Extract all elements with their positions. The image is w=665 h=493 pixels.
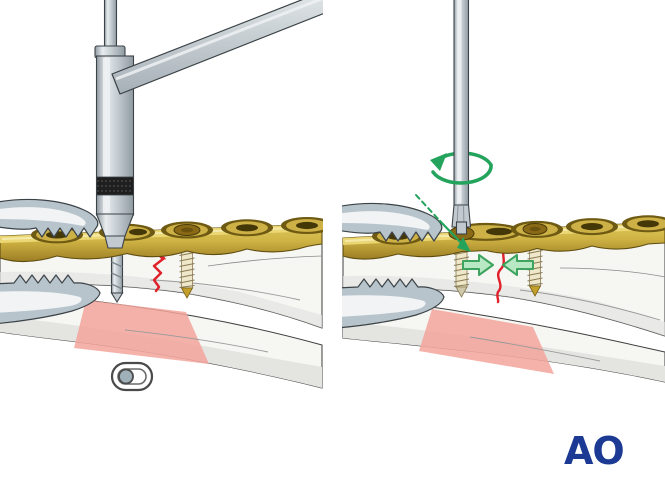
knurled-grip	[96, 176, 134, 196]
drill-guide	[94, 0, 323, 249]
cortex-screw-seated	[526, 243, 544, 297]
cortex-screw-inserting	[453, 244, 470, 298]
panel-left	[0, 0, 323, 392]
screw-head-in-plate	[511, 220, 563, 238]
fracture-line	[496, 244, 507, 304]
cortex-screw-seated	[178, 245, 196, 299]
eccentric-hole-icon	[110, 361, 154, 392]
screw-head-in-plate	[161, 221, 213, 239]
rotation-arrow-icon	[430, 153, 493, 185]
soft-tissue-band	[419, 309, 554, 374]
insertion-angle-arrow-icon	[415, 194, 471, 252]
drill-guide-handle	[111, 0, 323, 95]
compression-arrows-icon	[462, 254, 534, 276]
compression-plate	[0, 217, 323, 263]
second-bone	[342, 297, 665, 383]
second-bone	[0, 292, 323, 389]
panel-right	[342, 0, 665, 383]
screwdriver	[448, 0, 475, 241]
ao-logo: AO	[564, 429, 624, 473]
